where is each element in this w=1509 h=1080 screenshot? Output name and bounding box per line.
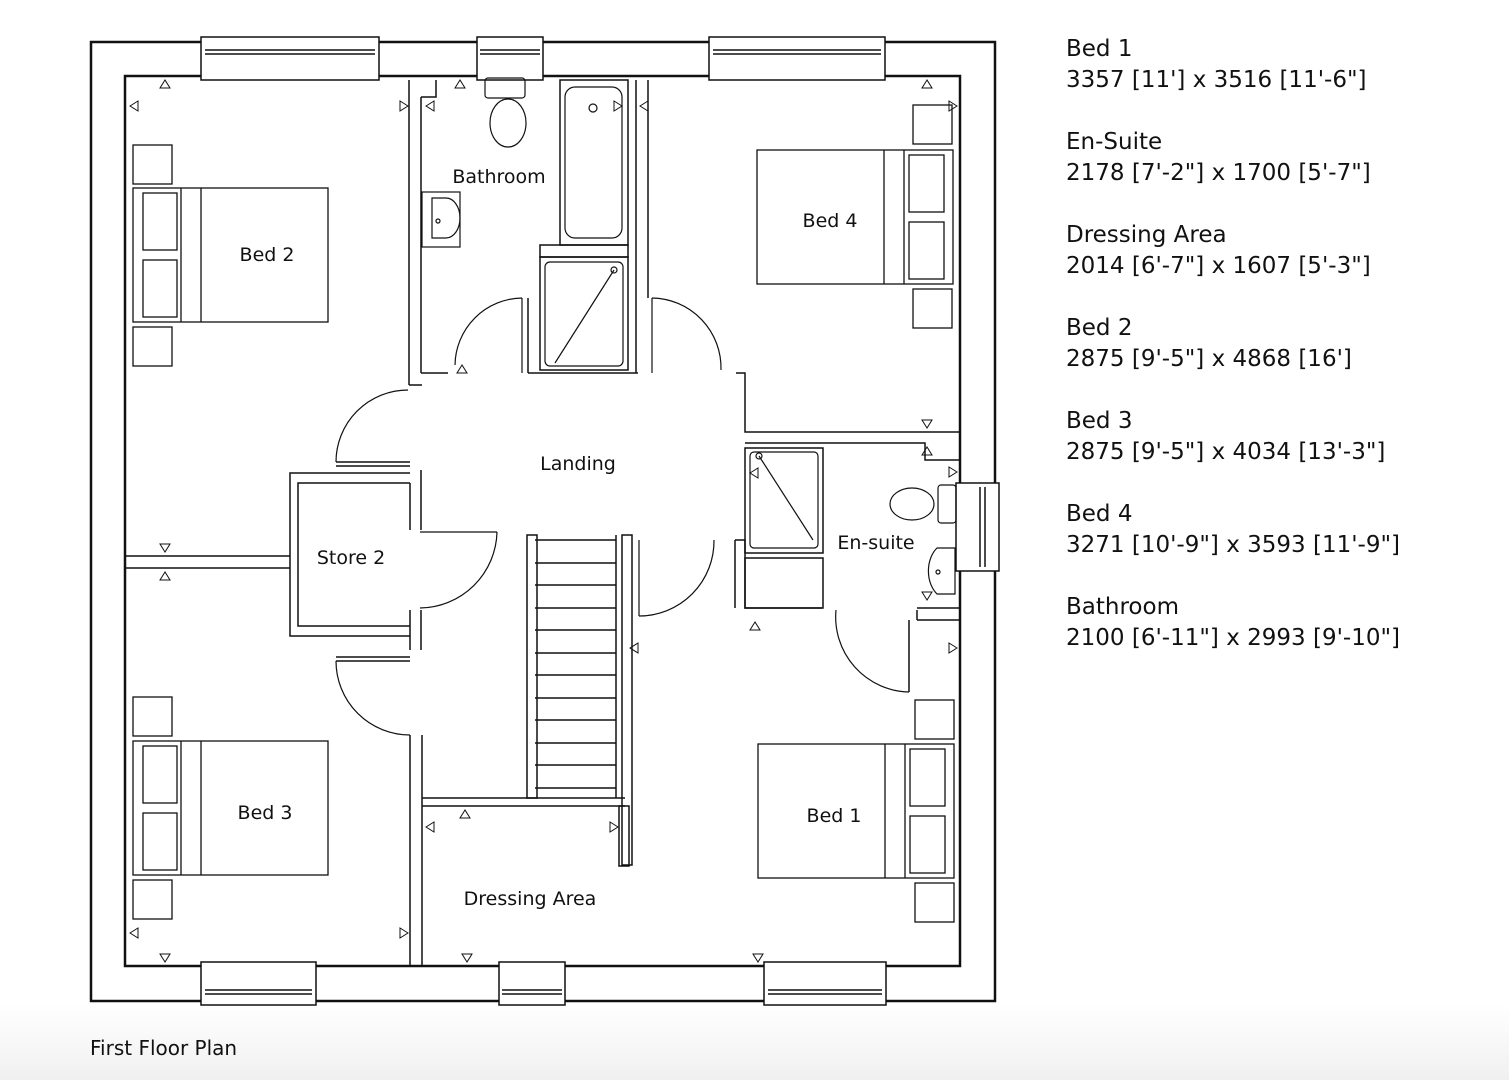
legend-room-dimensions: 2178 [7'-2"] x 1700 [5'-7"] [1066,160,1371,186]
legend-room-dimensions: 2014 [6'-7"] x 1607 [5'-3"] [1066,253,1371,279]
sanitary-fixtures [421,77,957,595]
floor-plan-drawing: Bed 2 Bathroom Bed 4 Landing Store 2 En-… [89,36,1000,1006]
legend-entry-bed3: Bed 3 2875 [9'-5"] x 4034 [13'-3"] [1066,406,1486,468]
legend-entry-ensuite: En-Suite 2178 [7'-2"] x 1700 [5'-7"] [1066,127,1486,189]
room-label-dressing-area: Dressing Area [464,888,597,910]
room-label-store2: Store 2 [317,547,385,569]
legend-room-name: En-Suite [1066,129,1163,155]
bed-furniture [132,104,955,923]
legend-room-name: Dressing Area [1066,222,1227,248]
legend-room-dimensions: 2875 [9'-5"] x 4034 [13'-3"] [1066,439,1386,465]
legend-entry-bathroom: Bathroom 2100 [6'-11"] x 2993 [9'-10"] [1066,592,1486,654]
legend-entry-bed4: Bed 4 3271 [10'-9"] x 3593 [11'-9"] [1066,499,1486,561]
legend-room-dimensions: 2875 [9'-5"] x 4868 [16'] [1066,346,1352,372]
room-label-ensuite: En-suite [837,532,914,554]
legend-room-name: Bed 4 [1066,501,1133,527]
legend-room-name: Bathroom [1066,594,1179,620]
legend-room-dimensions: 2100 [6'-11"] x 2993 [9'-10"] [1066,625,1401,651]
internal-walls [125,79,960,966]
room-label-bed2: Bed 2 [240,244,295,266]
room-label-bed4: Bed 4 [803,210,858,232]
socket-markers [129,79,958,963]
windows [200,36,1000,1006]
room-label-landing: Landing [540,453,616,475]
legend-room-name: Bed 3 [1066,408,1133,434]
door-swings [335,297,910,736]
legend-room-dimensions: 3357 [11'] x 3516 [11'-6"] [1066,67,1367,93]
legend-room-dimensions: 3271 [10'-9"] x 3593 [11'-9"] [1066,532,1401,558]
room-label-bathroom: Bathroom [452,166,545,188]
room-dimensions-legend: Bed 1 3357 [11'] x 3516 [11'-6"] En-Suit… [1066,34,1486,685]
legend-entry-bed1: Bed 1 3357 [11'] x 3516 [11'-6"] [1066,34,1486,96]
legend-room-name: Bed 1 [1066,36,1133,62]
legend-room-name: Bed 2 [1066,315,1133,341]
legend-entry-dressing-area: Dressing Area 2014 [6'-7"] x 1607 [5'-3"… [1066,220,1486,282]
room-label-bed3: Bed 3 [238,802,293,824]
plan-title: First Floor Plan [90,1036,238,1060]
legend-entry-bed2: Bed 2 2875 [9'-5"] x 4868 [16'] [1066,313,1486,375]
room-label-bed1: Bed 1 [807,805,862,827]
staircase [526,534,617,799]
